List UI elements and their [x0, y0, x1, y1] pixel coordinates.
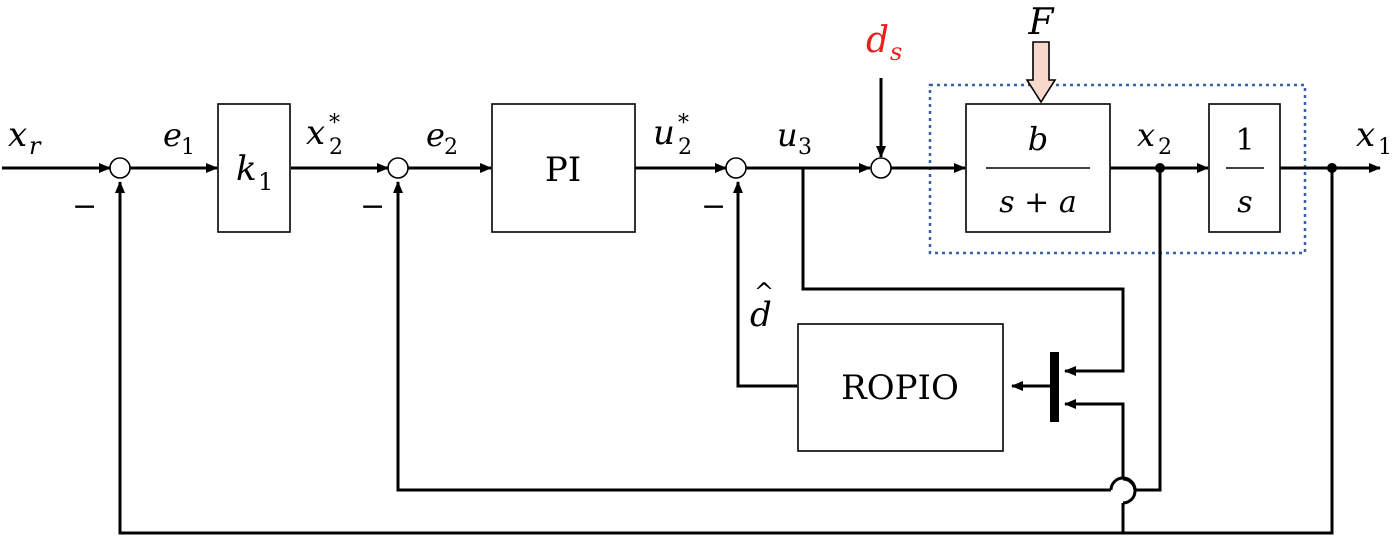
- svg-text:e: e: [426, 116, 445, 154]
- svg-text:*: *: [329, 111, 340, 136]
- svg-text:r: r: [29, 132, 42, 160]
- sum-junction-1: [109, 157, 131, 179]
- label-ds: d s: [866, 20, 902, 66]
- svg-text:*: *: [678, 111, 689, 136]
- sum-junction-4: [870, 157, 892, 179]
- integrator-numerator: 1: [1235, 123, 1254, 158]
- svg-text:d: d: [866, 20, 889, 61]
- sum3-minus-sign: −: [701, 189, 726, 224]
- svg-text:2: 2: [329, 135, 343, 160]
- label-e2: e 2: [426, 116, 458, 160]
- svg-text:e: e: [163, 116, 182, 154]
- sum2-minus-sign: −: [360, 189, 385, 224]
- pi-label: PI: [545, 150, 581, 190]
- svg-text:1: 1: [181, 135, 195, 160]
- plant-denominator: s + a: [999, 185, 1077, 220]
- label-e1: e 1: [163, 116, 195, 160]
- svg-text:2: 2: [678, 135, 692, 160]
- mux-bar: [1050, 352, 1059, 422]
- label-x2: x 2: [1137, 116, 1172, 160]
- label-u2-star: u * 2: [653, 111, 692, 160]
- svg-text:3: 3: [798, 135, 812, 160]
- label-x2-star: x * 2: [306, 111, 343, 160]
- integrator-denominator: s: [1237, 185, 1252, 220]
- label-x1: x 1: [1356, 115, 1392, 160]
- wire-hop-x2: [1109, 476, 1137, 491]
- svg-text:2: 2: [444, 135, 458, 160]
- observer-label: ROPIO: [841, 368, 959, 408]
- gain-subscript: 1: [258, 168, 273, 196]
- svg-text:x: x: [306, 113, 325, 153]
- label-u3: u 3: [777, 116, 812, 160]
- svg-text:x: x: [1356, 115, 1375, 155]
- svg-text:2: 2: [1158, 135, 1172, 160]
- svg-text:u: u: [777, 116, 798, 154]
- pi-controller-block: PI: [491, 103, 636, 233]
- label-d-hat: d ^: [750, 278, 774, 335]
- sum-junction-2: [387, 157, 409, 179]
- svg-text:F: F: [1028, 2, 1056, 43]
- svg-text:s: s: [890, 38, 902, 66]
- wire-x1-feedback: [115, 168, 1334, 535]
- svg-text:u: u: [653, 113, 675, 153]
- wire-u3-to-observer: [801, 168, 1125, 376]
- svg-text:x: x: [1137, 116, 1155, 154]
- svg-text:d: d: [750, 295, 772, 335]
- junction-x1: [1327, 163, 1337, 173]
- wire-dhat: [733, 181, 797, 388]
- gain-symbol: k: [236, 149, 257, 189]
- label-xr: x r: [8, 115, 42, 160]
- svg-text:^: ^: [754, 278, 774, 306]
- sum1-minus-sign: −: [72, 189, 97, 224]
- svg-text:x: x: [8, 115, 27, 155]
- gain-block: k 1: [217, 103, 291, 233]
- label-force: F: [1028, 2, 1056, 43]
- integrator-block: 1 s: [1208, 103, 1281, 233]
- svg-text:1: 1: [1378, 135, 1392, 160]
- force-arrow: [1025, 41, 1057, 104]
- wire-x2-feedback: [1135, 168, 1162, 492]
- ropio-observer-block: ROPIO: [797, 323, 1004, 452]
- junction-x2: [1155, 163, 1165, 173]
- plant-block: b s + a: [965, 103, 1111, 233]
- plant-numerator: b: [1028, 120, 1048, 158]
- sum-junction-3: [725, 157, 747, 179]
